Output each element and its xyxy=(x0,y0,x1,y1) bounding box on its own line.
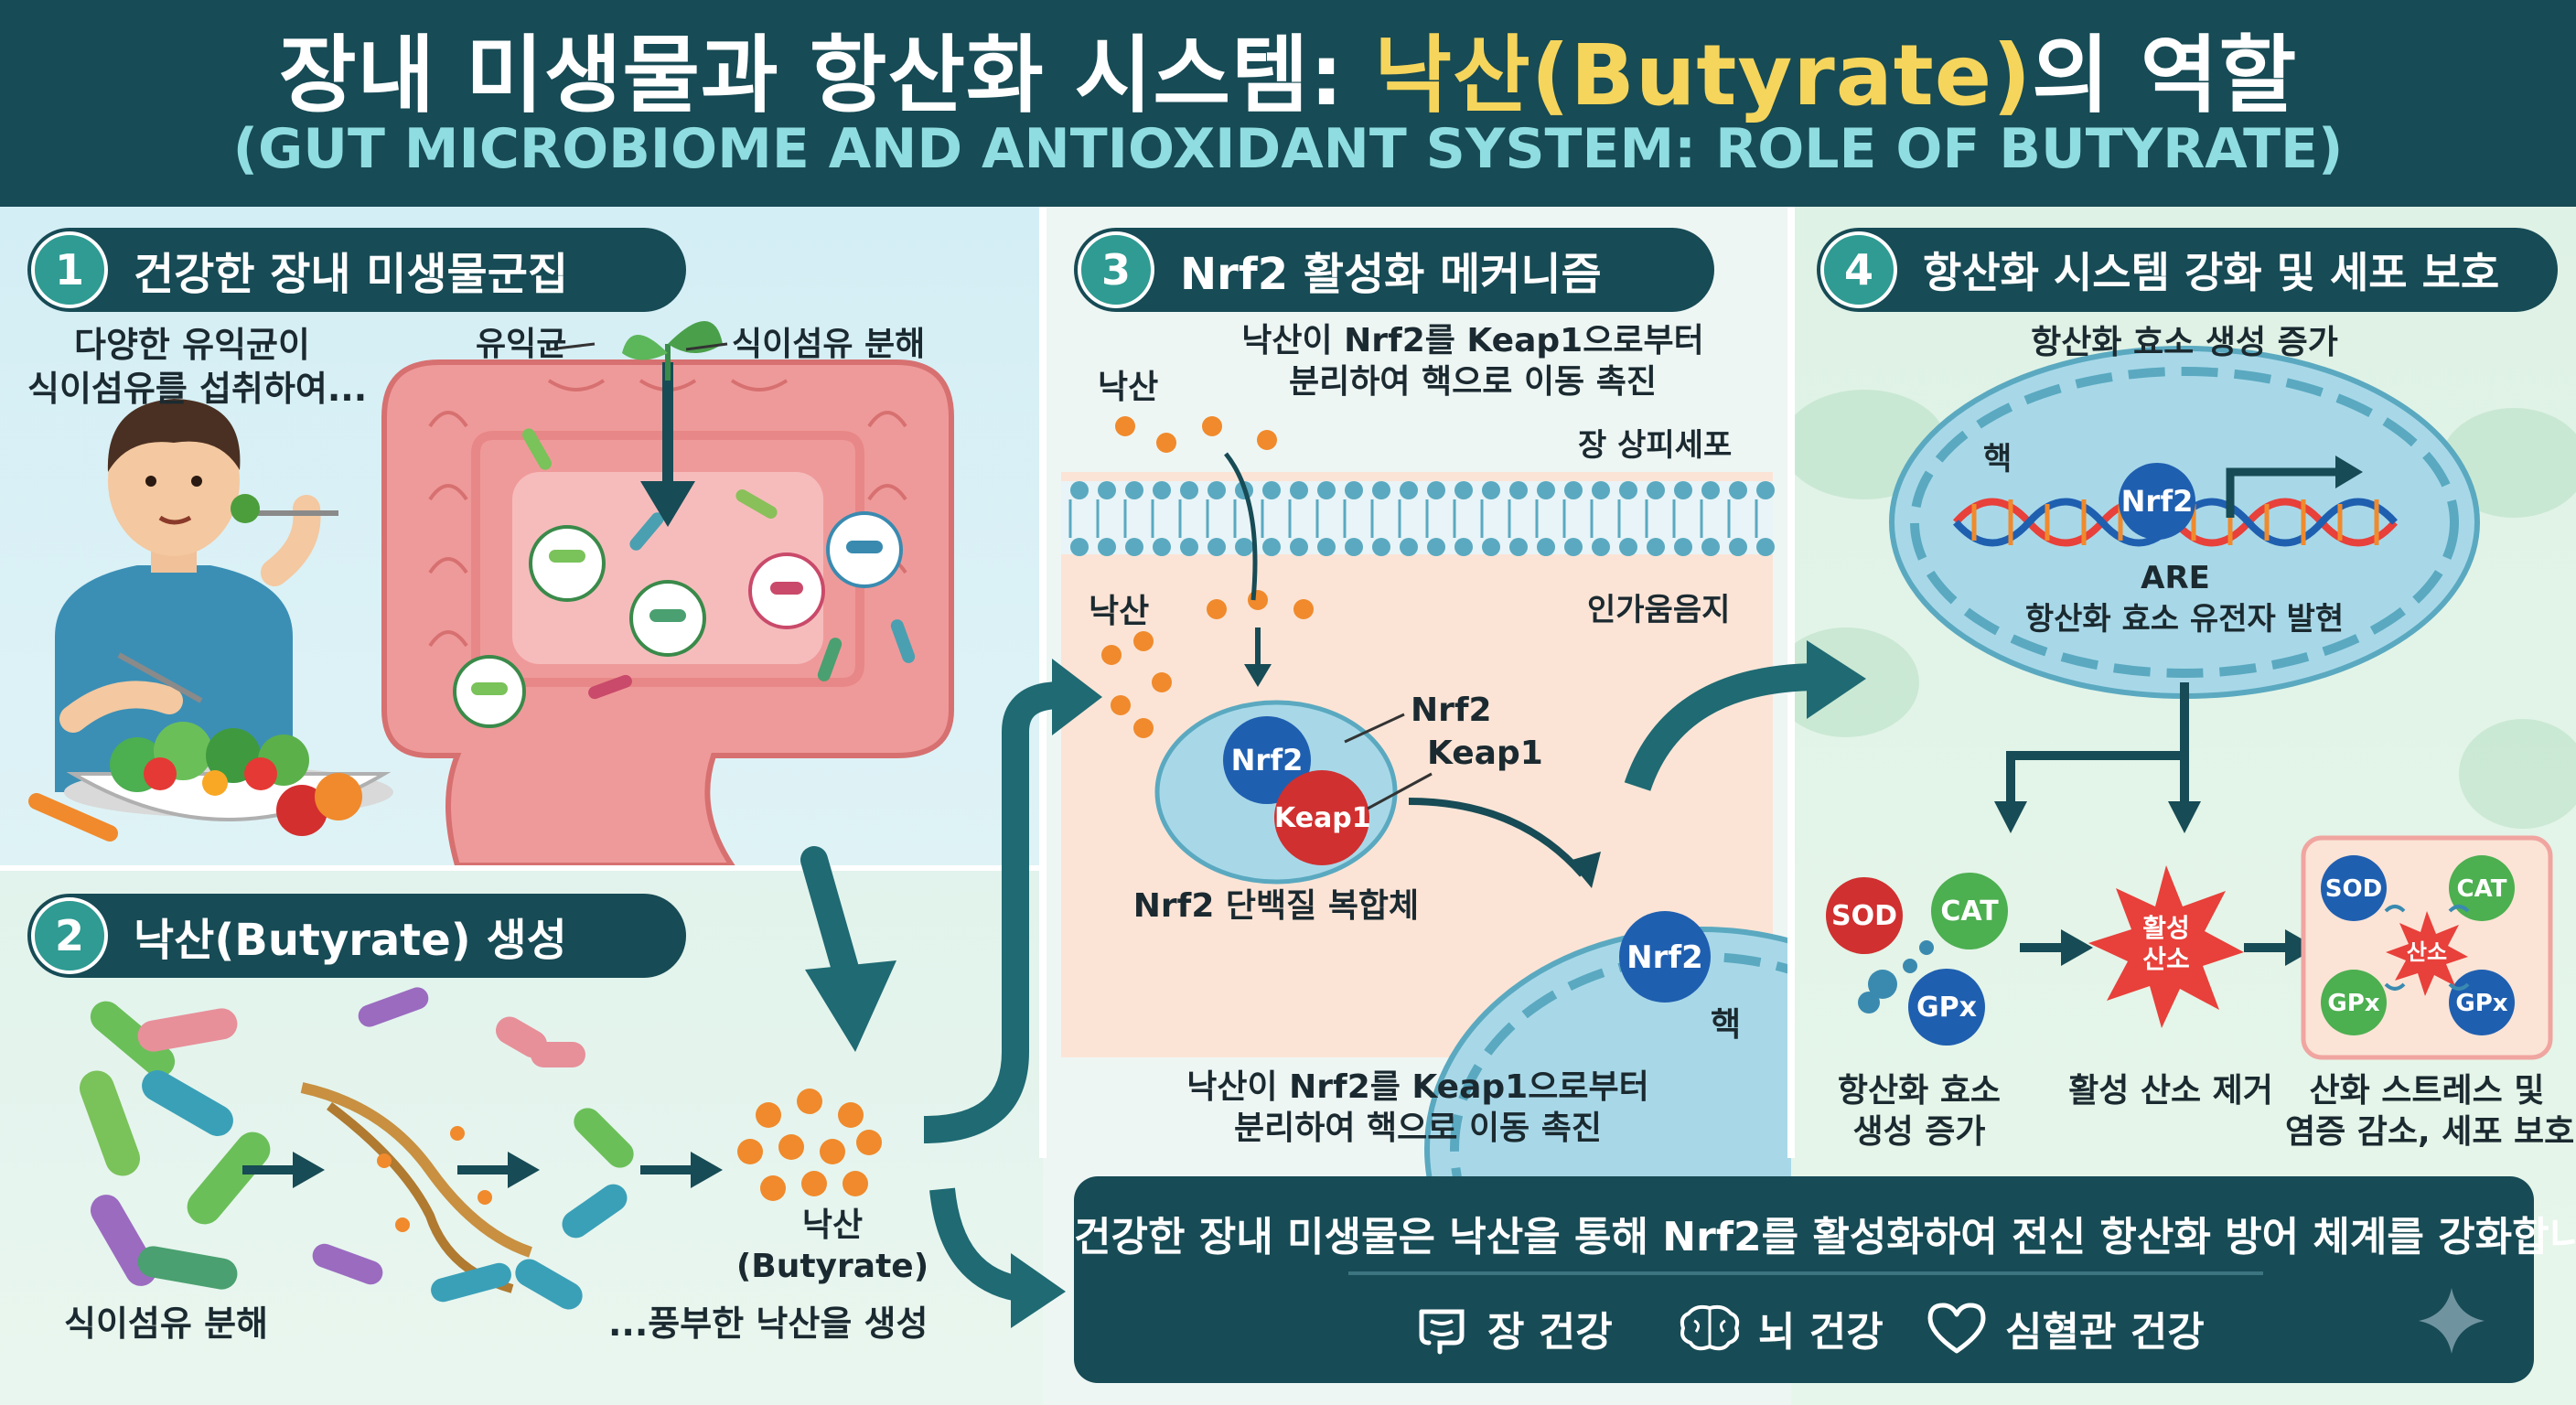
header: 장내 미생물과 항산화 시스템: 낙산(Butyrate)의 역할 (GUT M… xyxy=(0,0,2576,207)
intestine-illustration xyxy=(381,359,954,868)
intestine-icon xyxy=(1419,1309,1465,1355)
section-3-bottom-caption: 낙산이 Nrf2를 Keap1으로부터 분리하여 핵으로 이동 촉진 xyxy=(1186,1068,1649,1147)
caption-cell-protection: 산화 스트레스 및 염증 감소, 세포 보호 xyxy=(2285,1072,2575,1151)
section-1-title: 건강한 장내 미생물군집 xyxy=(134,249,569,300)
bacteria-producing-icon xyxy=(515,1042,634,1310)
antioxidant-illustration xyxy=(1791,346,2576,1060)
bacteria-pointer-line xyxy=(548,342,596,351)
bacteria-label: 유익균 xyxy=(476,326,567,363)
butyrate-molecules-icon xyxy=(737,1089,882,1201)
abundant-butyrate-label: ...풍부한 낙산을 생성 xyxy=(608,1303,928,1344)
cell-protection-icon xyxy=(2301,835,2553,1060)
bacteria-group-icon xyxy=(79,1001,271,1290)
section-2-header: 2 낙산(Butyrate) 생성 xyxy=(27,894,686,978)
nrf2-keap1-complex-icon xyxy=(1154,700,1398,885)
section-3-top-caption: 낙산이 Nrf2를 Keap1으로부터 분리하여 핵으로 이동 촉진 xyxy=(1241,322,1704,401)
benefit-heart-label: 심혈관 건강 xyxy=(2005,1309,2205,1356)
cell-sod-label: SOD xyxy=(2324,875,2383,903)
summary-divider xyxy=(1348,1271,2263,1275)
salad-bowl-icon xyxy=(28,722,393,842)
title-highlight: 낙산(Butyrate) xyxy=(1374,27,2033,124)
enzymes-cluster-icon xyxy=(1826,873,2008,1046)
section-1-number: 1 xyxy=(31,231,108,308)
nrf2-pointer-label: Nrf2 xyxy=(1411,692,1492,729)
lamina-label: 인가움음지 xyxy=(1587,592,1731,628)
section-4-top-caption: 항산화 효소 생성 증가 xyxy=(2031,324,2338,361)
section-4-number: 4 xyxy=(1820,231,1897,308)
section-1-caption: 다양한 유익균이 식이섬유를 섭취하여... xyxy=(27,325,368,409)
keap1-pointer-label: Keap1 xyxy=(1427,735,1543,772)
butyrate-production-illustration xyxy=(79,987,882,1310)
benefit-gut-label: 장 건강 xyxy=(1487,1309,1613,1356)
epithelium-label: 장 상피세포 xyxy=(1578,427,1733,464)
butyrate-label-mid: 낙산 xyxy=(1089,593,1150,630)
nucleus-dna-icon xyxy=(1889,346,2480,699)
summary-text: 건강한 장내 미생물은 낙산을 통해 Nrf2를 활성화하여 전신 항산화 방어… xyxy=(1074,1214,2576,1260)
panel-butyrate-production: 2 낙산(Butyrate) 생성 식이섬유 분해 낙산 (Butyrate) … xyxy=(0,868,1043,1405)
caption-ros-removal: 활성 산소 제거 xyxy=(2068,1072,2273,1110)
benefit-brain-label: 뇌 건강 xyxy=(1758,1309,1884,1356)
fiber-label: 식이섬유 분해 xyxy=(732,326,926,363)
section-3-header: 3 Nrf2 활성화 메커니즘 xyxy=(1074,228,1714,312)
nucleus-label-4: 핵 xyxy=(1983,441,2012,477)
section-2-title: 낙산(Butyrate) 생성 xyxy=(134,915,567,966)
microbiome-illustration xyxy=(28,321,954,868)
reactive-oxygen-icon xyxy=(2088,865,2244,1028)
divider-right xyxy=(1787,207,1795,1158)
complex-nrf2-label: Nrf2 xyxy=(1230,743,1304,778)
benefit-brain-health: 뇌 건강 xyxy=(1678,1292,1884,1365)
panel-healthy-microbiome: 1 건강한 장내 미생물군집 다양한 유익균이 식이섬유를 섭취하여... 유익… xyxy=(0,207,1043,868)
epithelium-membrane-icon xyxy=(1061,481,1775,556)
section-3-title: Nrf2 활성화 메커니즘 xyxy=(1180,249,1602,300)
divider-horizontal xyxy=(0,865,1043,871)
ros-label: 활성 산소 xyxy=(2142,913,2190,974)
page-title: 장내 미생물과 항산화 시스템: 낙산(Butyrate)의 역할 xyxy=(278,27,2298,124)
sod-enzyme-label: SOD xyxy=(1830,900,1897,932)
butyrate-product-label: 낙산 (Butyrate) xyxy=(735,1207,929,1285)
caption-enzyme-increase: 항산화 효소 생성 증가 xyxy=(1837,1072,2002,1151)
heart-icon xyxy=(1927,1303,1986,1354)
benefit-gut-health: 장 건강 xyxy=(1412,1292,1613,1365)
fiber-breakdown-icon xyxy=(300,987,547,1303)
cell-cat-label: CAT xyxy=(2456,875,2507,903)
gene-expression-caption: 항산화 효소 유전자 발현 xyxy=(2024,601,2345,638)
section-1-header: 1 건강한 장내 미생물군집 xyxy=(27,228,686,312)
butyrate-molecules-top xyxy=(1101,416,1314,738)
cat-enzyme-label: CAT xyxy=(1940,896,1999,928)
complex-keap1-label: Keap1 xyxy=(1274,802,1371,834)
section-3-number: 3 xyxy=(1078,231,1154,308)
cell-gpx-label-1: GPx xyxy=(2327,990,2380,1017)
cell-ros-label: 산소 xyxy=(2406,939,2448,965)
cell-gpx-label-2: GPx xyxy=(2455,990,2508,1017)
section-4-title: 항산화 시스템 강화 및 세포 보호 xyxy=(1923,248,2500,297)
sparkle-icon xyxy=(2419,1288,2485,1354)
butyrate-label-top: 낙산 xyxy=(1098,369,1159,406)
nrf2-dna-label: Nrf2 xyxy=(2120,484,2194,519)
benefit-heart-health: 심혈관 건강 xyxy=(1925,1292,2205,1365)
person-eating-icon xyxy=(55,399,338,792)
page-subtitle: (GUT MICROBIOME AND ANTIOXIDANT SYSTEM: … xyxy=(232,117,2344,181)
nucleus-nrf2-label: Nrf2 xyxy=(1626,939,1703,976)
summary-box: 건강한 장내 미생물은 낙산을 통해 Nrf2를 활성화하여 전신 항산화 방어… xyxy=(1074,1176,2576,1383)
are-label: ARE xyxy=(2141,560,2210,596)
section-2-number: 2 xyxy=(31,897,108,974)
complex-caption: Nrf2 단백질 복합체 xyxy=(1132,887,1420,925)
fiber-breakdown-label: 식이섬유 분해 xyxy=(64,1303,268,1344)
divider-left xyxy=(1039,207,1046,1158)
section-4-header: 4 항산화 시스템 강화 및 세포 보호 xyxy=(1817,228,2558,312)
gpx-enzyme-label: GPx xyxy=(1916,992,1977,1024)
brain-icon xyxy=(1680,1304,1740,1351)
nucleus-label: 핵 xyxy=(1711,1006,1742,1044)
fiber-pointer-line xyxy=(685,342,728,351)
